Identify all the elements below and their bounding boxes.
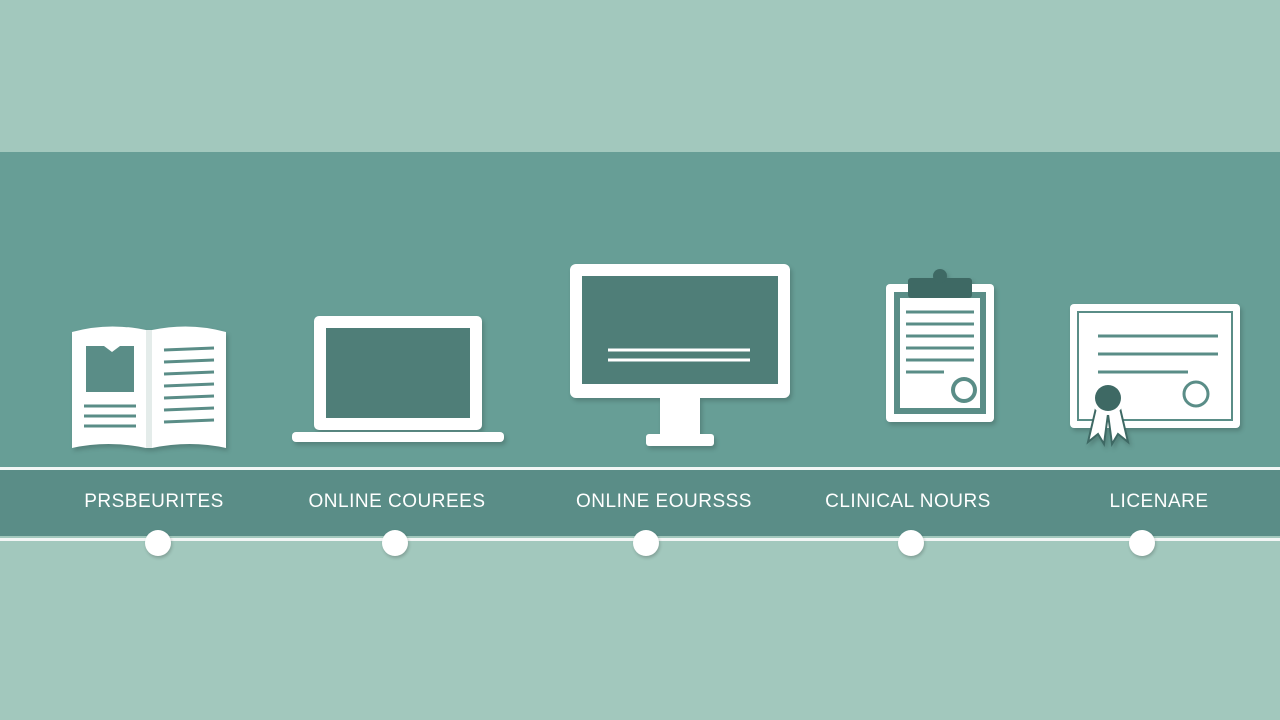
timeline-line-top [0,467,1280,470]
timeline-dot [382,530,408,556]
monitor-icon [568,264,792,448]
timeline-dot [633,530,659,556]
certificate-icon [1068,302,1242,448]
clipboard-icon [884,268,996,426]
step-label-prerequisites: PRSBEURITES [84,491,224,512]
timeline-dot [145,530,171,556]
step-label-online-courses-1: ONLINE COUREES [308,491,486,512]
step-label-clinical-hours: CLINICAL NOURS [825,491,991,512]
step-label-online-courses-2: ONLINE EOURSSS [576,491,752,512]
label-strip [0,470,1280,536]
laptop-icon [290,316,506,444]
book-icon [68,322,230,452]
timeline-dot [898,530,924,556]
timeline-dot [1129,530,1155,556]
step-label-license: LICENARE [1109,491,1209,512]
